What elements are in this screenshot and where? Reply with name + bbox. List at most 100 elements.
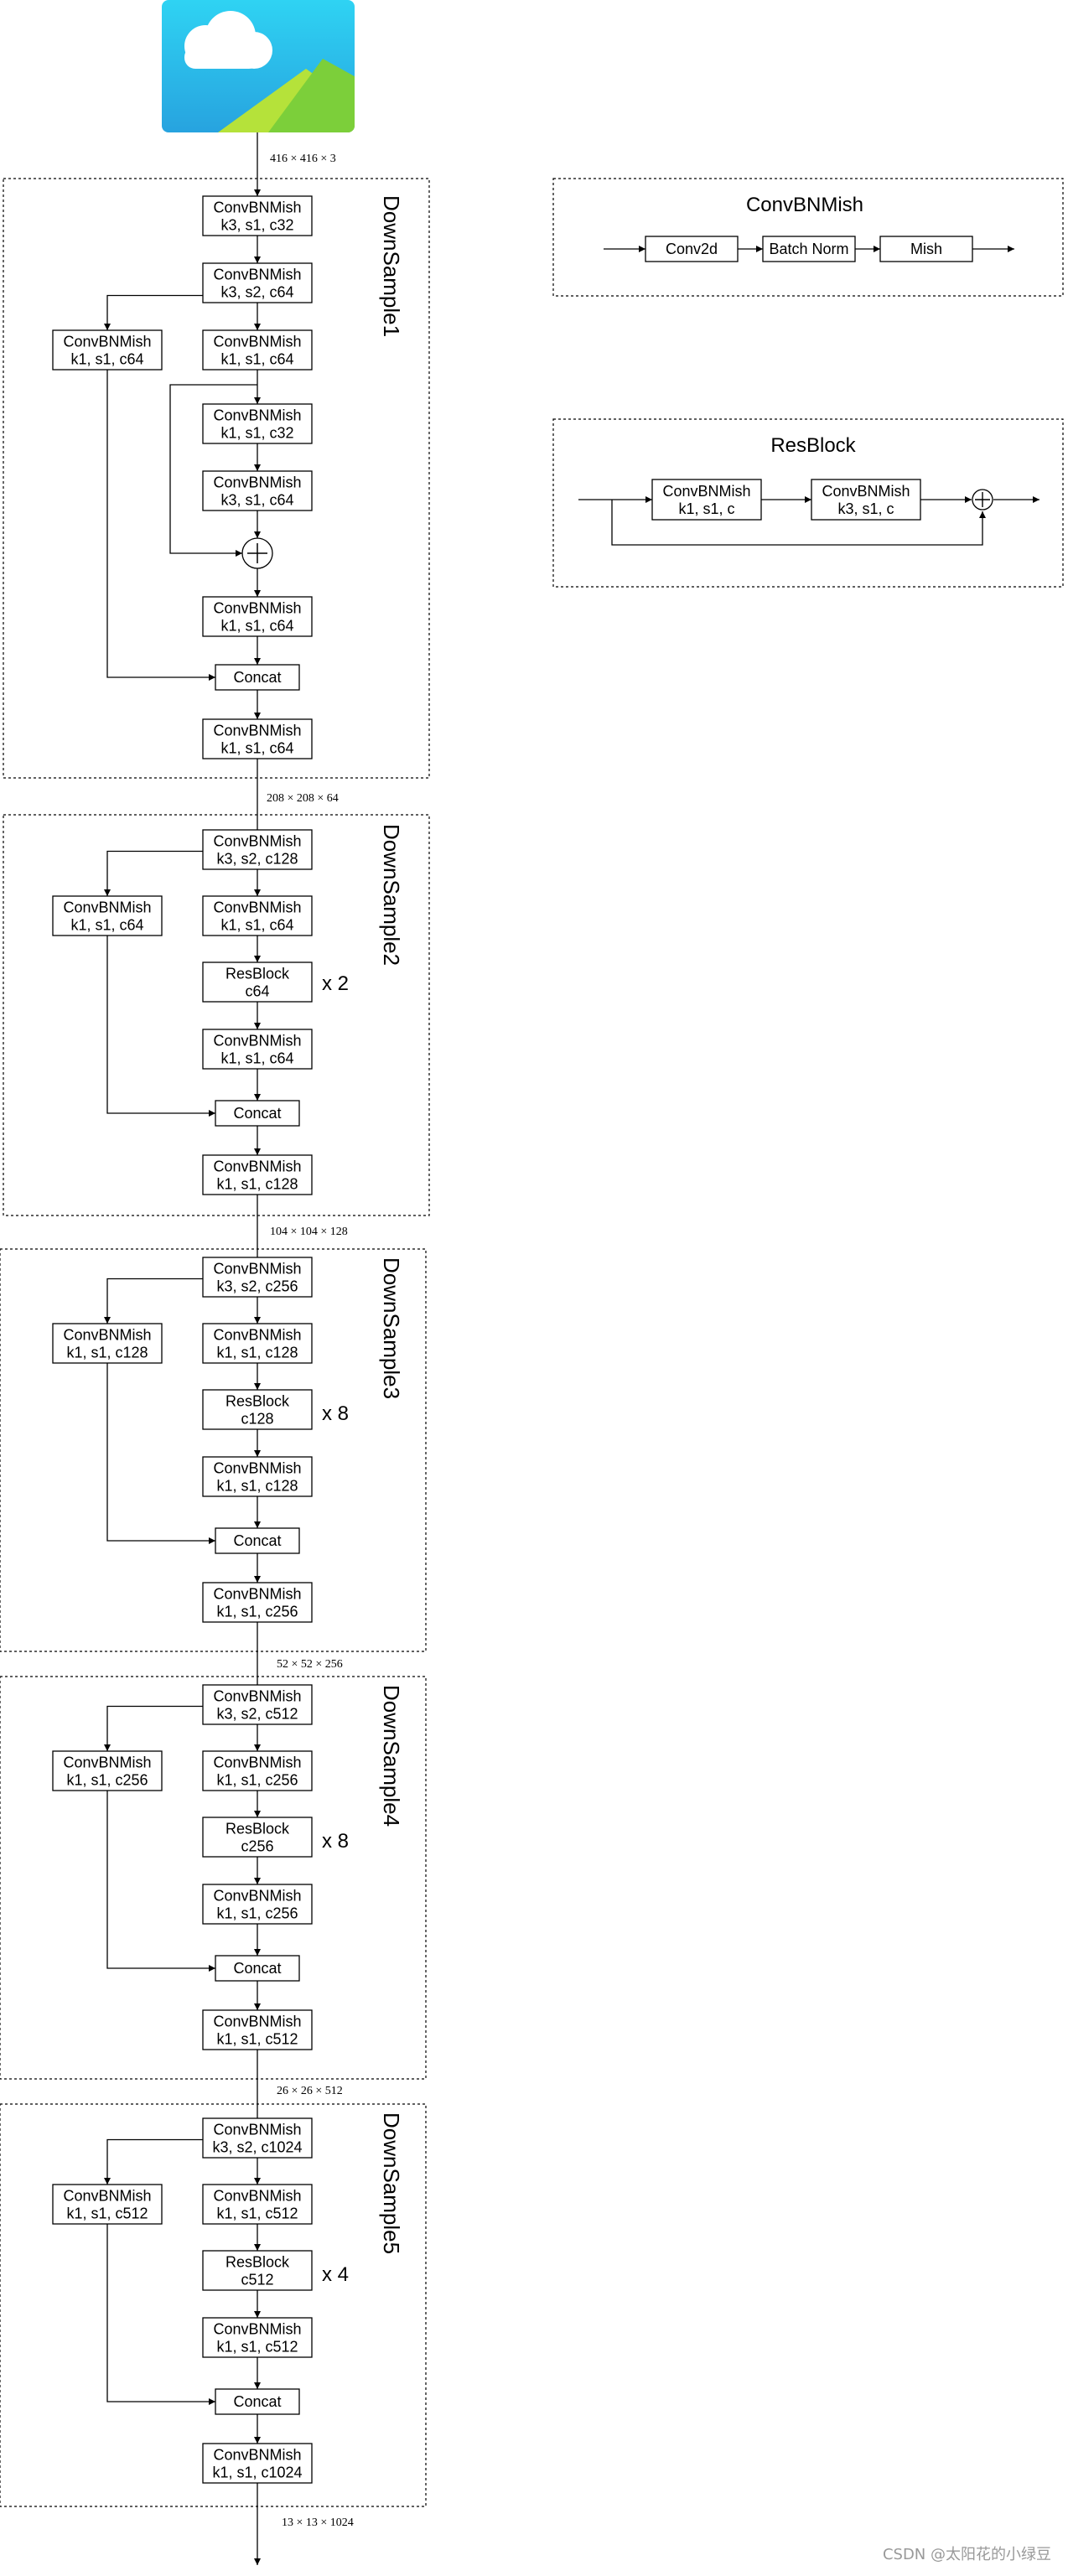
shape-ds4-out: 26 × 26 × 512 [277, 2085, 343, 2097]
ds1-convbnmish-k3s1c32-line-2: k3, s1, c32 [220, 217, 293, 234]
ds2-convbnmish-out-line-2: k1, s1, c128 [216, 1176, 298, 1193]
ds1-convbnmish-k1s1c64-b-line-2: k1, s1, c64 [220, 618, 293, 635]
ds3-convbnmish-m2-line-1: ConvBNMish [213, 1460, 301, 1477]
shape-ds1-out: 208 × 208 × 64 [267, 792, 339, 805]
ds3-repeat-label: x 8 [322, 1402, 349, 1425]
ds1-convbnmish-k1s1c32-line-1: ConvBNMish [213, 407, 301, 424]
downsample1-group [3, 178, 430, 779]
shape-input: 416 × 416 × 3 [270, 153, 336, 165]
ds2-convbnmish-out-line-1: ConvBNMish [213, 1158, 301, 1175]
ds5-concat: Concat [215, 2388, 300, 2415]
ds5-concat-line-1: Concat [233, 2393, 281, 2410]
ds2-convbnmish-top-line-1: ConvBNMish [213, 833, 301, 850]
ds3-resblock-line-2: c128 [241, 1411, 273, 1428]
legend-conv2d: Conv2d [645, 236, 739, 262]
ds2-convbnmish-top-line-2: k3, s2, c128 [216, 851, 298, 868]
ds3-side-convbnmish-line-1: ConvBNMish [63, 1327, 151, 1344]
ds1-convbnmish-k1s1c32-line-2: k1, s1, c32 [220, 425, 293, 442]
ds5-repeat-label: x 4 [322, 2263, 349, 2286]
downsample2-group [3, 814, 430, 1216]
ds4-convbnmish-out-line-2: k1, s1, c512 [216, 2031, 298, 2048]
ds1-convbnmish-k1s1c64-a-line-1: ConvBNMish [213, 334, 301, 350]
shape-ds3-out: 52 × 52 × 256 [277, 1658, 343, 1671]
ds3-convbnmish-out-line-1: ConvBNMish [213, 1586, 301, 1603]
legend-mish: Mish [879, 236, 973, 262]
ds5-convbnmish-top-line-2: k3, s2, c1024 [212, 2139, 302, 2156]
ds1-convbnmish-k3s2c64-line-1: ConvBNMish [213, 267, 301, 283]
ds1-side-convbnmish-line-1: ConvBNMish [63, 334, 151, 350]
ds5-side-convbnmish-line-1: ConvBNMish [63, 2188, 151, 2205]
ds4-convbnmish-top-line-2: k3, s2, c512 [216, 1706, 298, 1723]
ds4-side-convbnmish-line-2: k1, s1, c256 [66, 1772, 148, 1789]
ds1-side-convbnmish-line-2: k1, s1, c64 [70, 351, 143, 368]
legend-resblock-convbnmish-2-line-1: ConvBNMish [822, 483, 910, 500]
legend-mish-line-1: Mish [910, 241, 942, 257]
legend-resblock-title: ResBlock [770, 434, 856, 457]
downsample3-title: DownSample3 [379, 1257, 404, 1399]
ds4-concat-line-1: Concat [233, 1960, 281, 1977]
ds4-convbnmish-m2-line-1: ConvBNMish [213, 1888, 301, 1905]
legend-resblock-convbnmish-1-line-1: ConvBNMish [662, 483, 750, 500]
ds1-convbnmish-k3s1c32-line-1: ConvBNMish [213, 200, 301, 216]
ds2-convbnmish-m1-line-2: k1, s1, c64 [220, 917, 293, 934]
ds4-concat: Concat [215, 1955, 300, 1982]
ds4-convbnmish-m1-line-2: k1, s1, c256 [216, 1772, 298, 1789]
ds1-convbnmish-k3s2c64-line-2: k3, s2, c64 [220, 284, 293, 301]
ds2-concat-line-1: Concat [233, 1105, 281, 1122]
ds5-resblock-line-1: ResBlock [226, 2254, 290, 2271]
ds5-convbnmish-m2-line-1: ConvBNMish [213, 2321, 301, 2338]
ds4-side-convbnmish-line-1: ConvBNMish [63, 1754, 151, 1771]
ds5-side-convbnmish-line-2: k1, s1, c512 [66, 2205, 148, 2222]
legend-batchnorm-line-1: Batch Norm [769, 241, 848, 257]
ds2-side-convbnmish-line-2: k1, s1, c64 [70, 917, 143, 934]
ds4-convbnmish-top-line-1: ConvBNMish [213, 1688, 301, 1705]
ds3-convbnmish-m1-line-2: k1, s1, c128 [216, 1345, 298, 1361]
ds4-convbnmish-m2-line-2: k1, s1, c256 [216, 1905, 298, 1922]
ds1-convbnmish-k1s1c64-b-line-1: ConvBNMish [213, 600, 301, 617]
ds1-concat-line-1: Concat [233, 669, 281, 686]
ds3-convbnmish-out-line-2: k1, s1, c256 [216, 1604, 298, 1620]
ds4-resblock-line-1: ResBlock [226, 1821, 290, 1837]
watermark: CSDN @太阳花的小绿豆 [883, 2546, 1051, 2563]
ds5-resblock-line-2: c512 [241, 2272, 273, 2288]
ds3-concat-line-1: Concat [233, 1532, 281, 1549]
shape-ds5-out: 13 × 13 × 1024 [282, 2516, 354, 2529]
ds3-convbnmish-m2-line-2: k1, s1, c128 [216, 1478, 298, 1495]
ds5-convbnmish-out-line-2: k1, s1, c1024 [212, 2465, 302, 2481]
ds4-convbnmish-out-line-1: ConvBNMish [213, 2014, 301, 2030]
legend-batchnorm: Batch Norm [762, 236, 856, 262]
ds3-side-convbnmish-line-2: k1, s1, c128 [66, 1345, 148, 1361]
input-image-placeholder-icon [162, 0, 355, 132]
ds2-convbnmish-m2-line-1: ConvBNMish [213, 1033, 301, 1050]
ds2-concat: Concat [215, 1100, 300, 1127]
ds5-convbnmish-m2-line-2: k1, s1, c512 [216, 2339, 298, 2356]
ds1-convbnmish-out-line-2: k1, s1, c64 [220, 740, 293, 757]
legend-add-icon [972, 489, 993, 511]
ds2-convbnmish-m1-line-1: ConvBNMish [213, 899, 301, 916]
ds5-convbnmish-top-line-1: ConvBNMish [213, 2122, 301, 2138]
ds3-convbnmish-top-line-1: ConvBNMish [213, 1261, 301, 1278]
